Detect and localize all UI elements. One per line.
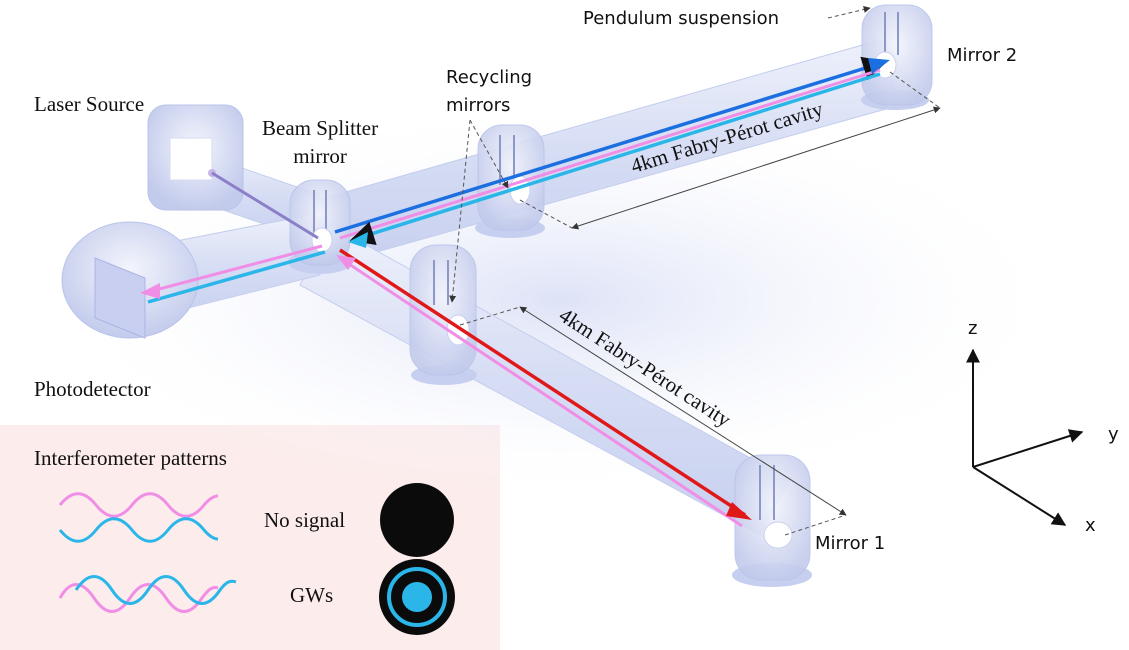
recycling-mirror-x [409,244,477,385]
recycling-leader-y [469,119,509,189]
legend-wave-gws [58,575,237,613]
legend-title: Interferometer patterns [34,446,227,470]
mirror-1-pod [732,454,812,587]
beam-x-pink-head [336,255,356,270]
gws-label: GWs [290,583,334,607]
y-axis-label: y [1108,424,1119,445]
cavity-x-dimension [459,306,847,536]
recycling-mirrors-label: Recycling mirrors [446,67,533,116]
legend-wave-no-signal [58,492,219,543]
mirror-1-label: Mirror 1 [815,533,886,554]
beam-splitter-pod [288,179,352,274]
axes-indicator [966,348,1084,526]
x-axis-label: x [1085,515,1096,536]
laser-source [147,104,244,211]
beam-out-cyan [147,250,326,304]
laser-source-label: Laser Source [34,92,145,116]
laser-beam [211,171,319,240]
recycling-leader-x [449,119,471,303]
no-signal-dot-icon [380,483,454,557]
beam-y-blue-head [868,58,890,74]
photodetector-label: Photodetector [34,377,151,401]
pendulum-leader [827,6,871,19]
no-signal-label: No signal [264,508,346,532]
beam-out-pink-head [140,283,160,299]
photodetector [61,221,199,339]
pendulum-suspension-label: Pendulum suspension [583,8,780,29]
beam-out-pink [147,244,323,294]
z-axis-label: z [968,318,978,339]
cavity-y-dimension [519,71,941,230]
beam-y-cyan-head [348,232,368,248]
beam-splitter-label: Beam Splitter mirror [262,116,379,168]
mirror-2-label: Mirror 2 [947,45,1018,66]
gws-ring-pattern-icon [379,559,455,635]
